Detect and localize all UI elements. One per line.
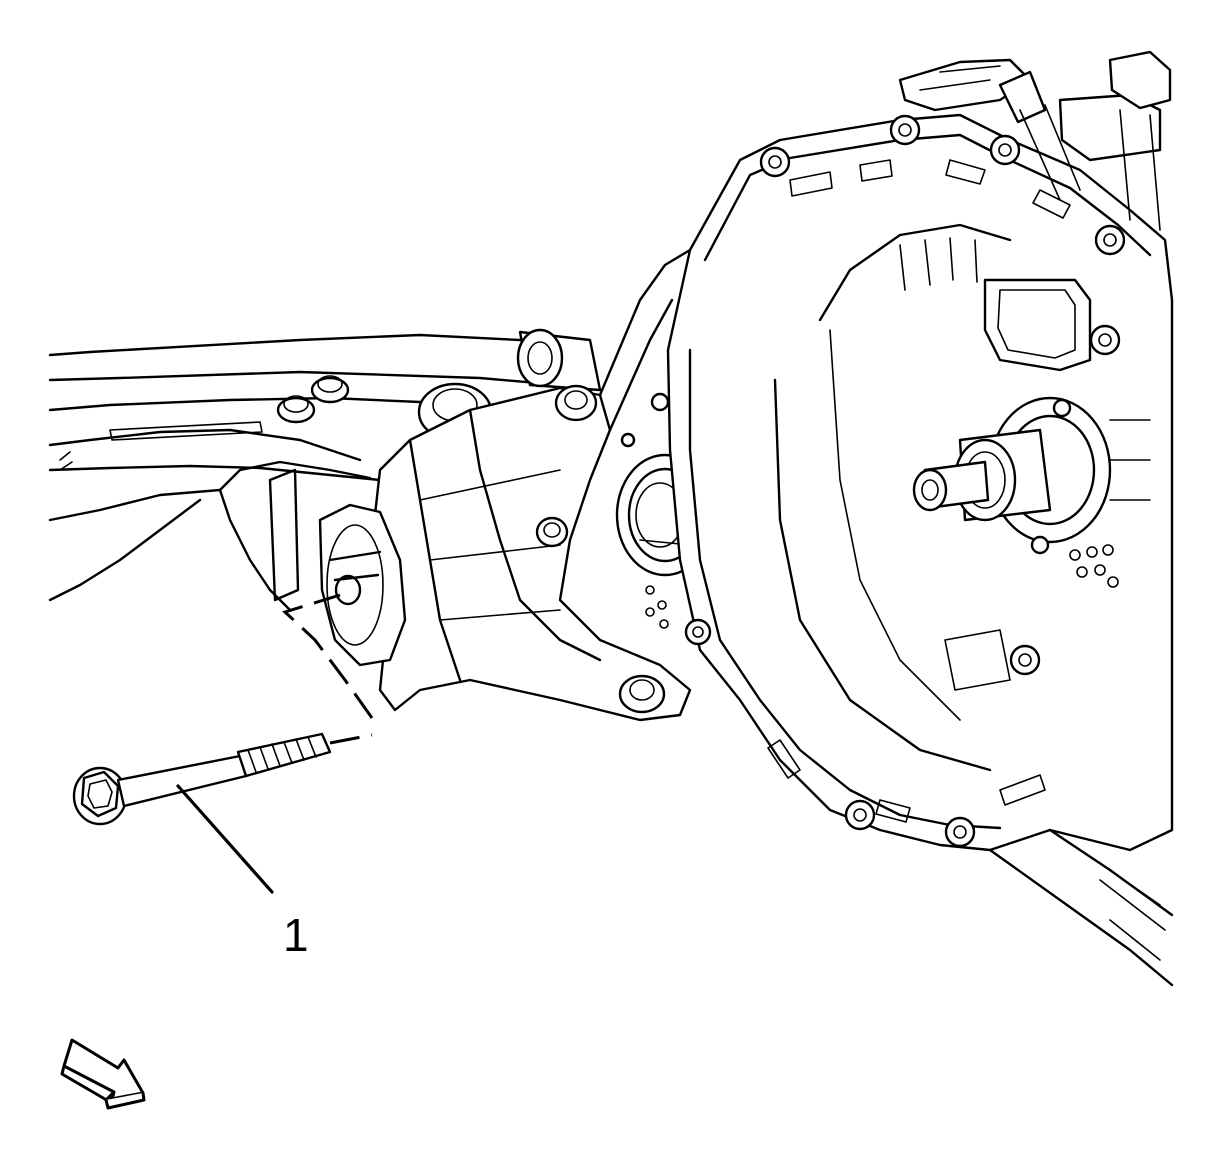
bracket-bolt-middle [535, 516, 569, 548]
lower-right-drivetrain [988, 828, 1174, 987]
mount-rubber-bushing [318, 503, 407, 667]
bellhousing-bolt-bosses [684, 114, 1126, 848]
subframe-bolt-right [310, 375, 350, 404]
callout-label-1: 1 [283, 909, 309, 961]
mount-through-bolt [72, 593, 374, 826]
input-shaft-and-clutch-release-bearing [912, 396, 1119, 588]
callout-1: 1 [176, 784, 309, 961]
transmission-mount-bracket [268, 248, 692, 722]
callout-leader-line [176, 784, 274, 894]
front-direction-arrow-icon [60, 1038, 146, 1110]
transmission-top-components [898, 50, 1172, 231]
mount-bushing-tube [516, 328, 602, 392]
bolt-hex-head [72, 766, 128, 826]
bracket-bolt-top [554, 384, 598, 422]
subframe-bolt-left [276, 395, 316, 424]
bracket-bolt-bottom [618, 674, 666, 714]
